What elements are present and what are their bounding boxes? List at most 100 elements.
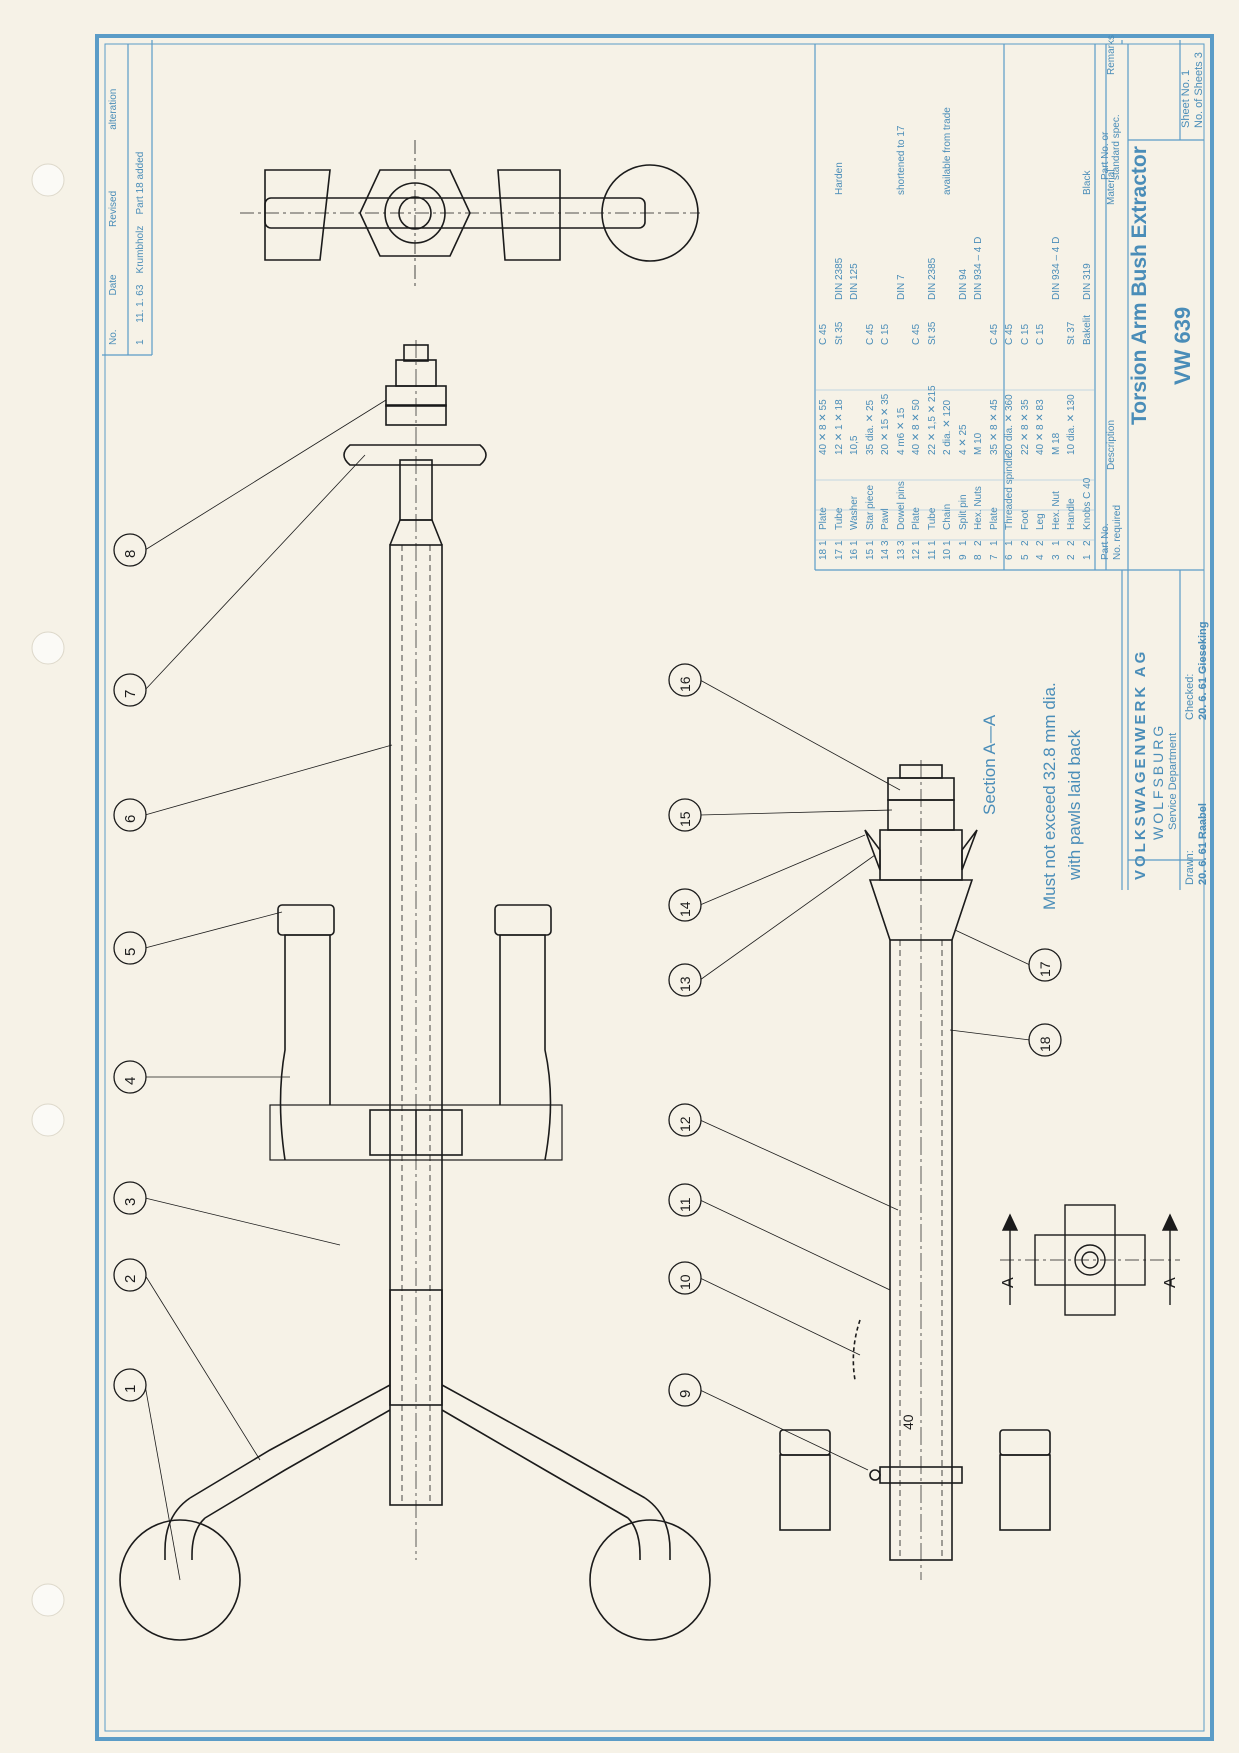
parts-cell-desc: Knobs C 40: [1081, 477, 1093, 530]
parts-cell-dim: 20 dia. ✕ 360: [1004, 394, 1015, 455]
rev-by: Krumbholz: [135, 225, 146, 274]
dimension-40: 40: [900, 1414, 916, 1430]
parts-cell-desc: Pawl: [880, 508, 891, 530]
parts-cell-no: 5: [1019, 554, 1031, 560]
parts-cell-qty: 2: [1035, 540, 1046, 546]
parts-cell-dim: 20 ✕ 15 ✕ 35: [880, 393, 891, 455]
parts-cell-dim: 2 dia. ✕ 120: [942, 399, 953, 455]
parts-cell-dim: 4 m6 ✕ 15: [895, 407, 907, 455]
callout-6: 6: [122, 814, 139, 823]
parts-cell-dim: M 10: [973, 432, 984, 455]
parts-cell-mat: C 45: [1004, 323, 1015, 345]
parts-cell-no: 9: [957, 554, 969, 560]
parts-cell-qty: 3: [880, 540, 891, 546]
parts-cell-qty: 1: [818, 540, 829, 546]
frame-inner: [104, 43, 1205, 1732]
rev-col-no: No.: [108, 329, 119, 345]
callout-2: 2: [122, 1274, 139, 1283]
drawing-code: VW 639: [1170, 306, 1195, 385]
parts-cell-mat: C 45: [818, 323, 829, 345]
callout-14: 14: [677, 901, 693, 917]
parts-cell-desc: Foot: [1019, 509, 1031, 530]
section-mark-right: A: [1162, 1277, 1179, 1288]
parts-cell-desc: Washer: [849, 495, 860, 530]
sheet-count: No. of Sheets 3: [1193, 52, 1205, 128]
parts-cell-qty: 1: [849, 540, 860, 546]
parts-cell-mat: C 45: [911, 323, 922, 345]
parts-cell-no: 7: [988, 554, 1000, 560]
company-name: VOLKSWAGENWERK AG: [1132, 648, 1149, 880]
rev-col-date: Date: [108, 274, 119, 296]
parts-cell-dim: 4 ✕ 25: [957, 424, 969, 455]
parts-cell-mat: C 15: [1035, 323, 1046, 345]
parts-cell-desc: Threaded spindle: [1004, 452, 1015, 530]
knob-right: [589, 1519, 711, 1641]
rev-col-alteration: alteration: [108, 88, 119, 130]
callout-7: 7: [122, 689, 139, 698]
parts-header-standard: Part No. or standard spec.: [1100, 114, 1122, 180]
parts-header-part-no: Part No.: [1100, 523, 1111, 560]
parts-cell-no: 16: [849, 548, 860, 560]
parts-cell-desc: Split pin: [957, 494, 969, 530]
section-view: [779, 760, 1051, 1580]
parts-cell-std: DIN 934 – 4 D: [1050, 236, 1062, 300]
parts-cell-no: 17: [833, 548, 845, 560]
note-line-1: Must not exceed 32.8 mm dia.: [1040, 682, 1059, 910]
parts-cell-dim: M 18: [1050, 432, 1062, 455]
parts-cell-mat: St 37: [1066, 321, 1077, 345]
parts-cell-no: 2: [1066, 554, 1077, 560]
parts-cell-std: DIN 7: [895, 274, 907, 300]
rev-date: 11. 1. 63: [135, 284, 146, 323]
parts-cell-qty: 2: [1081, 540, 1093, 546]
parts-cell-qty: 1: [1050, 540, 1062, 546]
top-view: [240, 140, 700, 290]
rev-col-revised: Revised: [108, 190, 119, 227]
parts-cell-desc: Tube: [833, 507, 845, 530]
parts-cell-std: DIN 2385: [833, 257, 845, 300]
knob-left: [119, 1519, 241, 1641]
parts-cell-qty: 1: [864, 540, 876, 546]
company-city: WOLFSBURG: [1150, 722, 1166, 840]
parts-cell-std: DIN 2385: [926, 257, 938, 300]
title-block-grid: [102, 40, 1204, 890]
parts-cell-no: 15: [864, 548, 876, 560]
parts-cell-no: 1: [1081, 554, 1093, 560]
parts-table-lines: [815, 389, 1095, 541]
parts-cell-std: DIN 934 – 4 D: [973, 236, 984, 300]
main-assembly: [119, 340, 711, 1641]
callout-4: 4: [122, 1076, 139, 1085]
section-mark-left: A: [1000, 1277, 1017, 1288]
foot-right: [494, 904, 552, 936]
drawing-title: Torsion Arm Bush Extractor: [1128, 146, 1151, 425]
parts-cell-no: 13: [895, 548, 907, 560]
parts-cell-desc: Leg: [1035, 513, 1046, 530]
parts-cell-dim: 35 ✕ 8 ✕ 45: [988, 399, 1000, 455]
parts-cell-dim: 40 ✕ 8 ✕ 83: [1035, 399, 1046, 455]
callout-1: 1: [122, 1384, 139, 1393]
rev-no: 1: [135, 339, 146, 345]
parts-cell-qty: 1: [1004, 540, 1015, 546]
parts-cell-mat: C 15: [1019, 323, 1031, 345]
drawn-label: Drawn:: [1184, 850, 1196, 885]
leader-lines: [144, 399, 1031, 1581]
section-a-a-detail: [1000, 1204, 1180, 1316]
parts-cell-qty: 1: [957, 540, 969, 546]
parts-cell-qty: 1: [926, 540, 938, 546]
sheet-no: Sheet No. 1: [1180, 69, 1192, 128]
parts-cell-desc: Tube: [926, 507, 938, 530]
parts-cell-dim: 35 dia. ✕ 25: [864, 399, 876, 455]
parts-cell-no: 12: [911, 548, 922, 560]
parts-cell-desc: Star piece: [864, 484, 876, 530]
parts-cell-qty: 2: [973, 540, 984, 546]
parts-cell-qty: 2: [1019, 540, 1031, 546]
parts-cell-dim: 40 ✕ 8 ✕ 55: [818, 399, 829, 455]
parts-cell-no: 11: [926, 549, 938, 560]
parts-cell-no: 6: [1004, 554, 1015, 560]
parts-header-description: Description: [1106, 419, 1117, 470]
binder-holes: [31, 163, 65, 1617]
parts-cell-no: 18: [818, 548, 829, 560]
parts-cell-mat: C 15: [880, 323, 891, 345]
callout-13: 13: [677, 976, 693, 992]
callout-8: 8: [122, 549, 139, 558]
